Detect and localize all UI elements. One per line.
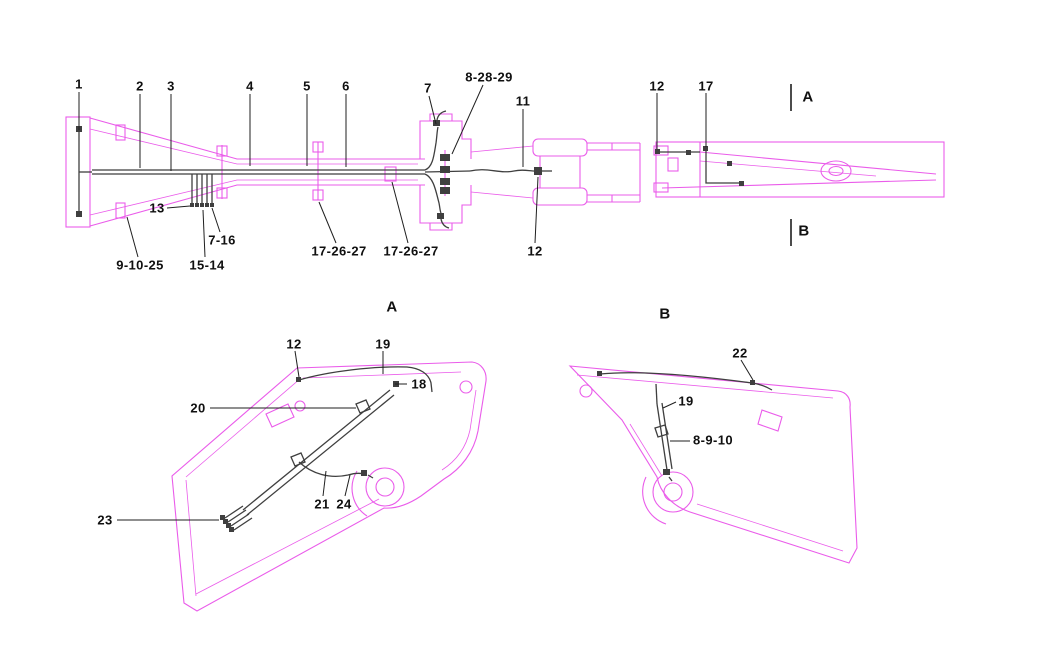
tube-clamp: [355, 399, 371, 414]
callout-12-view-a: 12: [286, 336, 302, 352]
callout-7: 7: [424, 80, 432, 96]
boom-head-bracket: [532, 138, 641, 206]
pin-boss: [652, 471, 694, 513]
clamp-bar-1: [216, 145, 228, 199]
boom-outline-plan: [65, 113, 534, 231]
callout-8-28-29: 8-28-29: [465, 69, 513, 85]
hoses-view-a: [220, 366, 433, 532]
callout-23: 23: [97, 512, 113, 528]
callout-22: 22: [732, 345, 748, 361]
hose-lower: [424, 173, 442, 214]
callout-8-9-10: 8-9-10: [693, 432, 733, 448]
view-a-title: A: [386, 298, 398, 316]
callout-4: 4: [246, 78, 254, 94]
callout-17-26-27-b: 17-26-27: [383, 243, 439, 259]
callout-21: 21: [314, 496, 330, 512]
connector-stack: [440, 150, 450, 196]
callout-9-10-25: 9-10-25: [116, 257, 164, 273]
hydraulic-pipes-side: [655, 146, 744, 186]
view-b-title: B: [659, 305, 671, 323]
grease-tube: [242, 389, 391, 511]
boom-head-flange-bottom: [419, 185, 472, 224]
hose-to-head: [469, 169, 535, 173]
arm-body: [171, 361, 487, 612]
callout-15-14: 15-14: [189, 257, 225, 273]
cylinder-boss: [820, 160, 852, 182]
pipe-fitting: [115, 124, 126, 141]
section-marker-b: B: [798, 222, 810, 240]
grease-tube: [656, 403, 668, 471]
edge-bracket: [757, 409, 783, 432]
boom-outline-side: [653, 141, 945, 198]
pin-hole: [459, 380, 473, 394]
drop-pipe: [705, 149, 742, 184]
callout-12-plan: 12: [527, 243, 543, 259]
arm-body: [568, 365, 858, 564]
callout-20: 20: [190, 400, 206, 416]
hose-y-split: [424, 110, 552, 229]
callout-19-view-b: 19: [678, 393, 694, 409]
leader-lines: [78, 84, 754, 521]
callout-17-26-27-a: 17-26-27: [311, 243, 367, 259]
arm-outline-a: [171, 361, 487, 612]
view-b: [568, 365, 858, 564]
callout-1: 1: [75, 76, 83, 92]
callout-2: 2: [136, 78, 144, 94]
hose-upper: [424, 126, 439, 171]
tube-clamp: [654, 424, 669, 438]
hoses-view-b: [597, 371, 773, 482]
arm-outline-b: [568, 365, 858, 564]
view-a: [171, 361, 487, 612]
pin-boss: [365, 467, 405, 507]
callout-12-side: 12: [649, 78, 665, 94]
top-hose: [599, 372, 773, 391]
callout-5: 5: [303, 78, 311, 94]
callout-7-16: 7-16: [208, 232, 236, 248]
callout-11: 11: [515, 93, 531, 109]
branch-hose: [298, 461, 364, 477]
tube-clamp: [290, 452, 306, 467]
pin-hole: [579, 384, 593, 398]
clamp-bar-2: [312, 141, 324, 201]
callout-18: 18: [411, 376, 427, 392]
callout-24: 24: [336, 496, 352, 512]
callout-3: 3: [167, 78, 175, 94]
top-hose: [298, 366, 433, 393]
section-marker-a: A: [802, 88, 814, 106]
callout-17-side: 17: [698, 78, 714, 94]
callout-19-view-a: 19: [375, 336, 391, 352]
callout-13: 13: [149, 200, 165, 216]
pipe-fitting: [115, 202, 126, 219]
callout-6: 6: [342, 78, 350, 94]
boom-head-flange-top: [419, 120, 472, 159]
side-view: [653, 84, 945, 246]
edge-bracket: [265, 403, 295, 428]
